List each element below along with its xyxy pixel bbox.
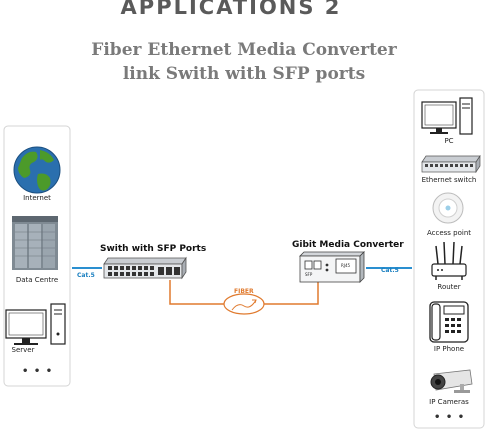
subtitle-line-1: Fiber Ethernet Media Converter bbox=[91, 40, 397, 60]
converter-rj45-port-label: RJ45 bbox=[341, 263, 351, 268]
pc-label: PC bbox=[444, 137, 454, 145]
router-label: Router bbox=[437, 283, 461, 291]
right-panel bbox=[413, 89, 485, 429]
converter-sfp-port-label: SFP bbox=[305, 272, 313, 277]
fiber-link bbox=[169, 280, 319, 315]
ethernet-switch-icon bbox=[421, 154, 481, 174]
ethernet-switch-label: Ethernet switch bbox=[421, 176, 477, 184]
ip-camera-icon bbox=[430, 369, 473, 393]
desktop-computer-icon bbox=[5, 303, 66, 345]
ip-phone-icon bbox=[429, 301, 469, 343]
right-cat5-label: Cat.5 bbox=[381, 267, 399, 274]
subtitle-line-2: link Swith with SFP ports bbox=[122, 64, 366, 84]
pc-icon bbox=[421, 97, 473, 135]
internet-label: Internet bbox=[23, 194, 51, 202]
ip-phone-label: IP Phone bbox=[433, 345, 465, 353]
ip-cameras-label: IP Cameras bbox=[429, 398, 469, 406]
left-cat5-label: Cat.5 bbox=[77, 272, 95, 279]
globe-icon bbox=[13, 146, 61, 194]
media-converter-icon bbox=[299, 251, 365, 283]
sfp-switch-icon bbox=[103, 256, 187, 280]
switch-label: Swith with SFP Ports bbox=[100, 244, 207, 254]
left-more-indicator: • • • bbox=[22, 366, 54, 377]
data-centre-label: Data Centre bbox=[15, 276, 59, 284]
fiber-label: FIBER bbox=[234, 288, 254, 295]
page-title: APPLICATIONS 2 bbox=[120, 0, 342, 19]
converter-label: Gibit Media Converter bbox=[292, 240, 404, 250]
router-icon bbox=[431, 241, 467, 280]
access-point-label: Access point bbox=[426, 229, 472, 237]
server-rack-icon bbox=[12, 216, 58, 270]
server-label: Server bbox=[11, 346, 35, 354]
right-more-indicator: • • • bbox=[434, 412, 466, 423]
access-point-icon bbox=[432, 192, 464, 224]
